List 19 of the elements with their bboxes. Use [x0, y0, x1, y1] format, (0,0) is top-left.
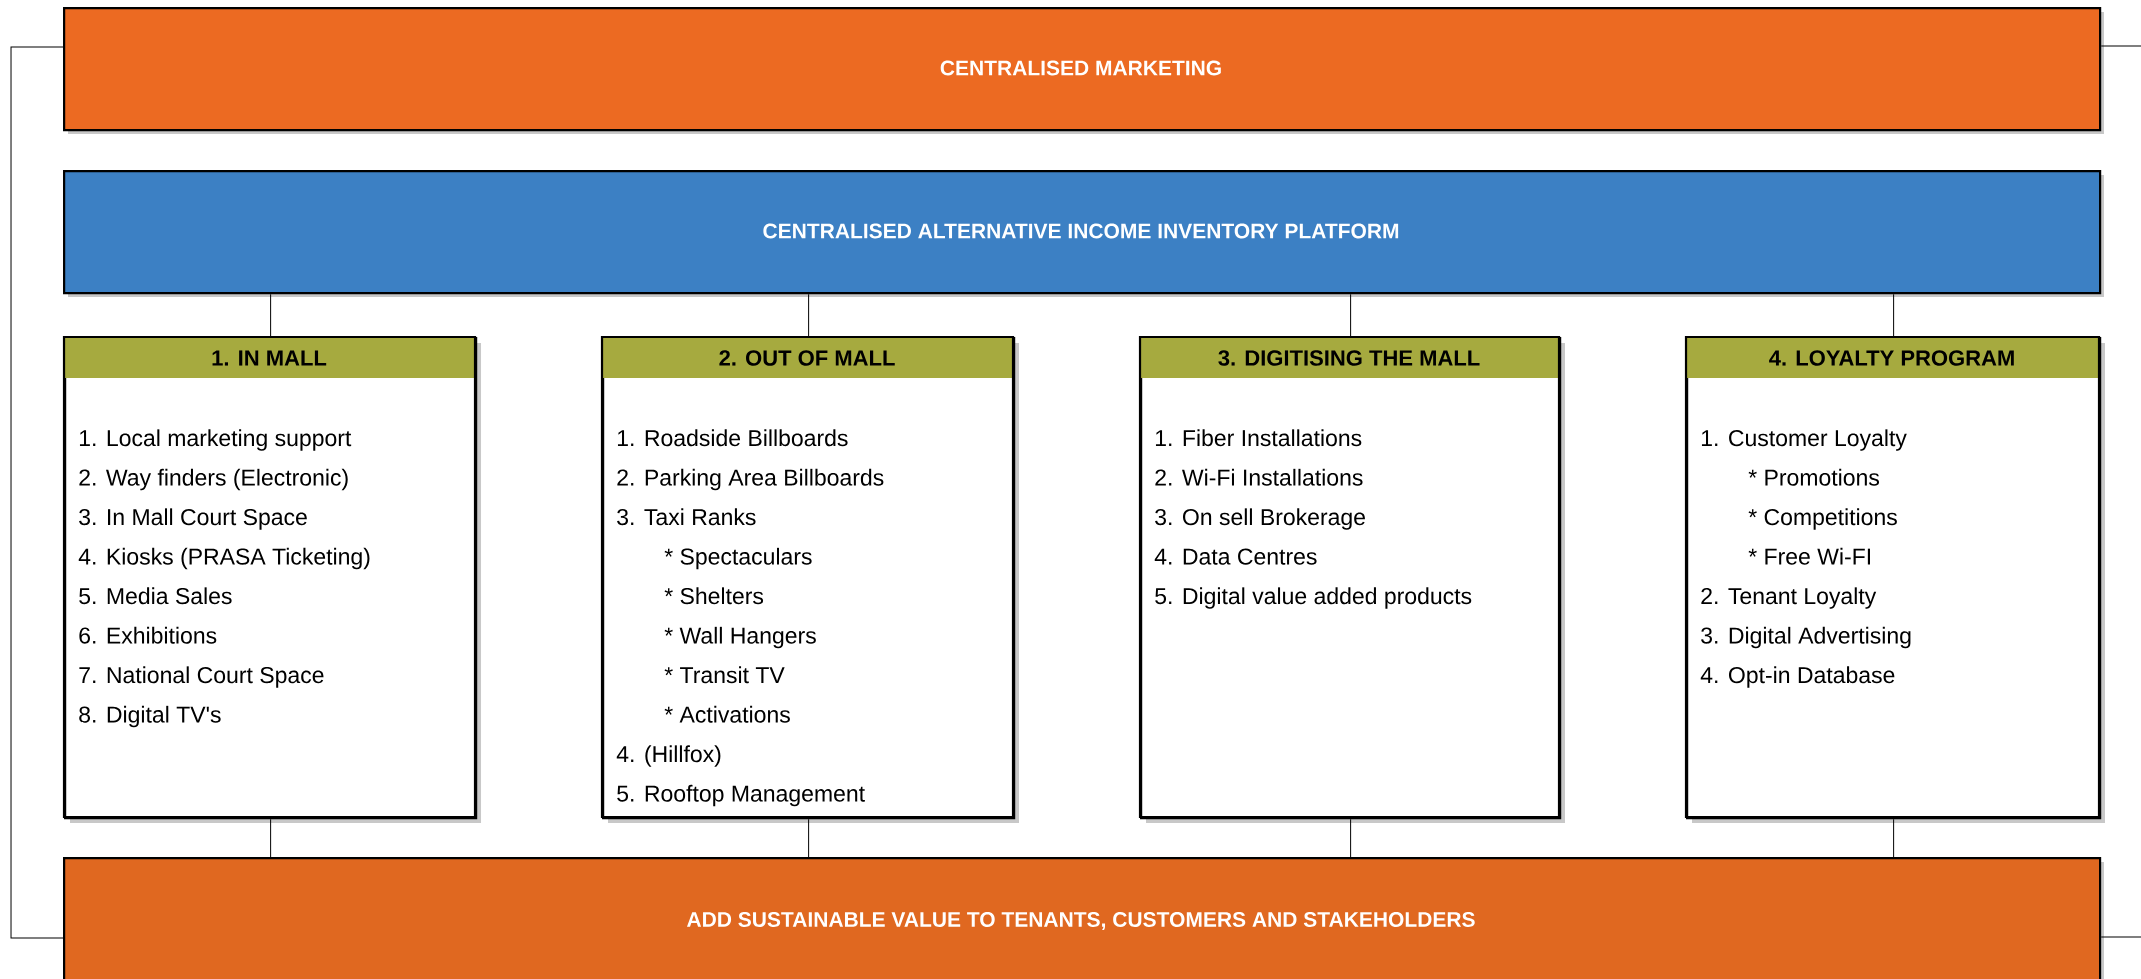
banner-box: ADD SUSTAINABLE VALUE TO TENANTS, CUSTOMERS AND STAKEHOLDERS: [63, 857, 2104, 979]
connector-line: [1893, 293, 1895, 338]
connector-line: [1350, 293, 1352, 338]
connector-line: [270, 818, 272, 858]
banner-box: CENTRALISED ALTERNATIVE INCOME INVENTORY PLATFORM: [63, 170, 2104, 297]
list-item: 1. Fiber Installations: [1155, 429, 1362, 447]
connector-line: [10, 46, 64, 939]
banner-box: CENTRALISED MARKETING: [63, 7, 2104, 134]
list-item: 3. On sell Brokerage: [1155, 508, 1365, 530]
connector-line: [808, 818, 810, 858]
connector-line: [2100, 936, 2141, 938]
connector-line: [808, 293, 810, 338]
list-item: 5. Digital value added products: [1155, 587, 1472, 609]
connector-line: [1350, 818, 1352, 858]
connector-line: [270, 293, 272, 338]
connector-line: [1893, 818, 1895, 858]
list-item: 4. Data Centres: [1154, 548, 1317, 565]
list-item: 2. Wi-Fi Installations: [1155, 468, 1363, 486]
connector-line: [2100, 45, 2141, 47]
